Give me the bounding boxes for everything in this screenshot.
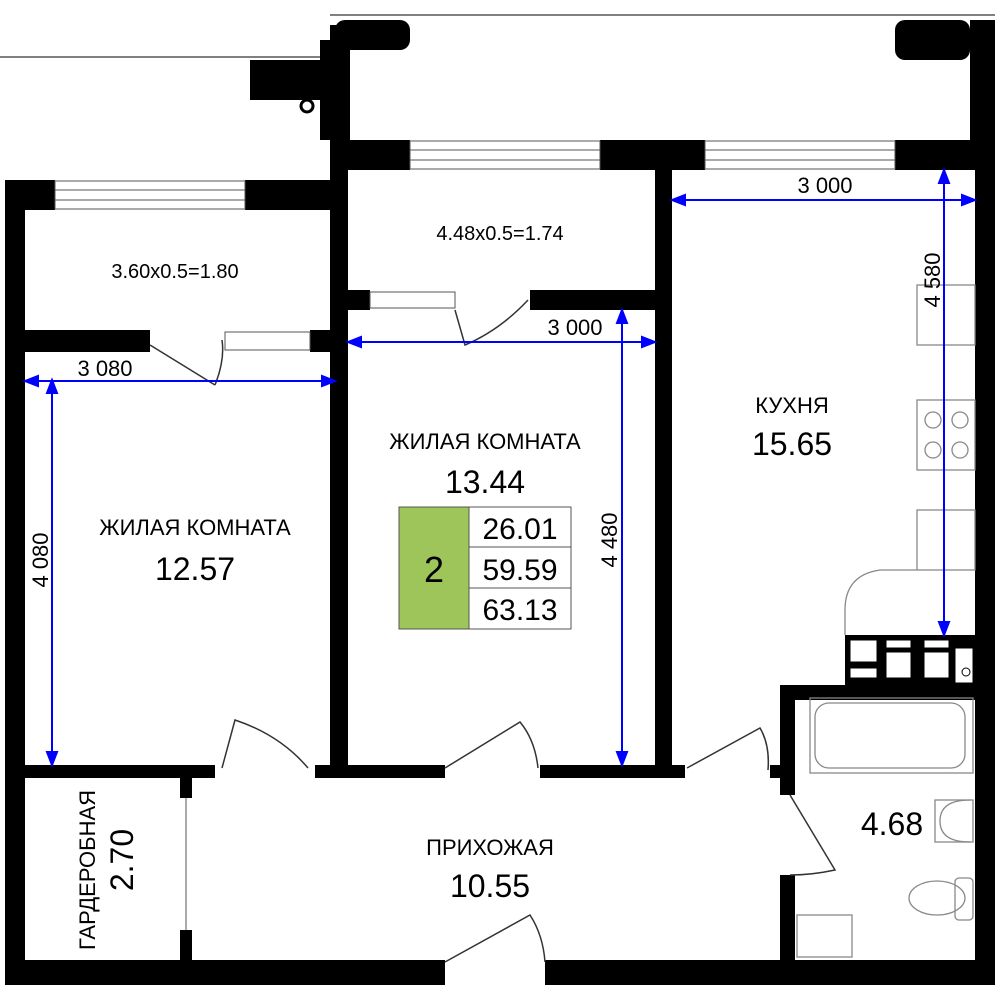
bedroom2-name: ЖИЛАЯ КОМНАТА <box>389 429 581 454</box>
kitchen-width-dimension: 3 000 <box>797 173 852 198</box>
kitchen-area: 15.65 <box>752 426 832 462</box>
bedroom2-length-dimension: 4 480 <box>597 512 622 567</box>
bedroom2-width-dimension: 3 000 <box>547 315 602 340</box>
bedroom1-width-dimension: 3 080 <box>77 356 132 381</box>
hall-area: 10.55 <box>450 868 530 904</box>
hall-name: ПРИХОЖАЯ <box>426 835 554 860</box>
bedroom1-name: ЖИЛАЯ КОМНАТА <box>99 515 291 540</box>
bedroom2-area: 13.44 <box>445 464 525 500</box>
balcony-left-formula: 3.60x0.5=1.80 <box>111 261 238 283</box>
apartment-summary-table: 2 26.01 59.59 63.13 <box>398 506 572 630</box>
outline-lines <box>0 14 995 58</box>
dimension-lines <box>22 167 978 768</box>
bathroom-area: 4.68 <box>861 806 923 842</box>
ventilation-shafts <box>849 639 974 684</box>
wardrobe-area: 2.70 <box>104 829 140 891</box>
kitchen-length-dimension: 4 580 <box>920 252 945 307</box>
doors <box>149 299 837 963</box>
rooms-count: 2 <box>424 549 444 590</box>
total-area: 59.59 <box>482 554 557 587</box>
total-area-with-balconies: 63.13 <box>482 594 557 627</box>
windows <box>54 140 896 930</box>
wardrobe-name: ГАРДЕРОБНАЯ <box>75 790 100 950</box>
bedroom1-area: 12.57 <box>155 551 235 587</box>
walls <box>5 20 995 985</box>
kitchen-name: КУХНЯ <box>755 393 829 418</box>
fixtures <box>796 284 976 958</box>
living-area: 26.01 <box>482 513 557 546</box>
bedroom1-length-dimension: 4 080 <box>28 532 53 587</box>
balcony-middle-formula: 4.48x0.5=1.74 <box>436 223 563 245</box>
riser-icon <box>299 98 315 114</box>
